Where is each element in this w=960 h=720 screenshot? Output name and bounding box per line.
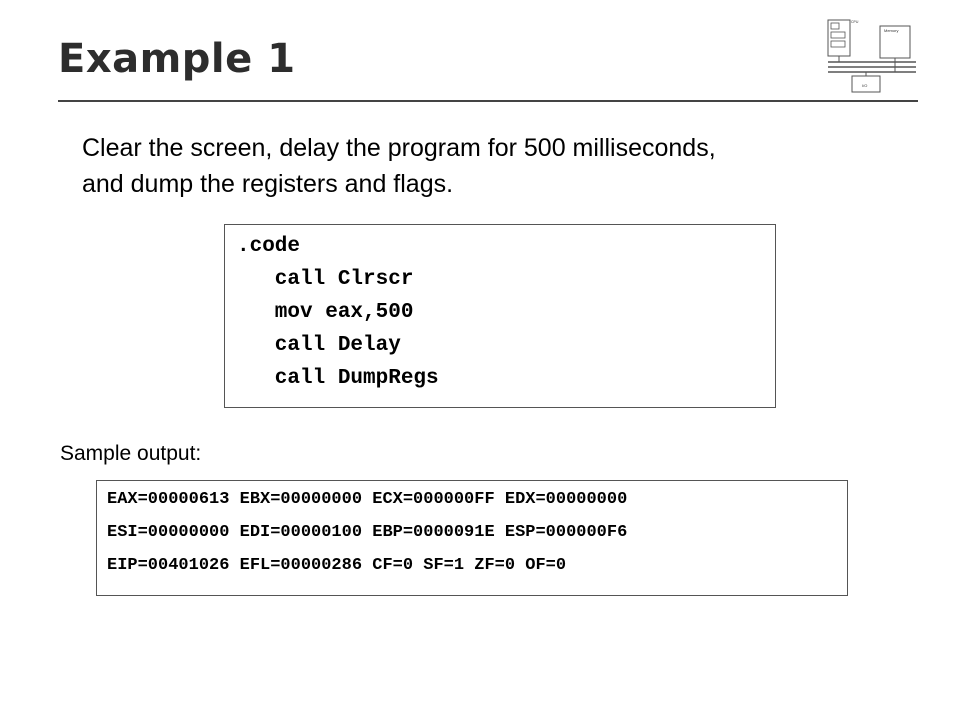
intro-line: Clear the screen, delay the program for … <box>82 134 716 162</box>
code-line: call DumpRegs <box>237 367 439 390</box>
intro-line: and dump the registers and flags. <box>82 170 454 198</box>
output-line: EAX=00000613 EBX=00000000 ECX=000000FF E… <box>107 490 628 509</box>
code-line: call Clrscr <box>237 268 414 291</box>
output-block: EAX=00000613 EBX=00000000 ECX=000000FF E… <box>96 480 848 596</box>
computer-architecture-diagram-icon: CPU Memory I/O <box>827 19 916 93</box>
code-line: call Delay <box>237 334 401 357</box>
sample-output-label: Sample output: <box>60 442 202 465</box>
code-block: .code call Clrscr mov eax,500 call Delay… <box>224 224 776 408</box>
code-line: mov eax,500 <box>237 301 414 324</box>
slide-title: Example 1 <box>58 36 296 82</box>
logo-io-label: I/O <box>862 83 867 88</box>
output-line: ESI=00000000 EDI=00000100 EBP=0000091E E… <box>107 523 628 542</box>
title-divider <box>58 100 918 102</box>
intro-paragraph: Clear the screen, delay the program for … <box>82 130 922 202</box>
logo-cpu-label: CPU <box>851 20 859 24</box>
output-line: EIP=00401026 EFL=00000286 CF=0 SF=1 ZF=0… <box>107 556 567 575</box>
logo-memory-label: Memory <box>884 28 898 33</box>
code-line: .code <box>237 235 301 258</box>
